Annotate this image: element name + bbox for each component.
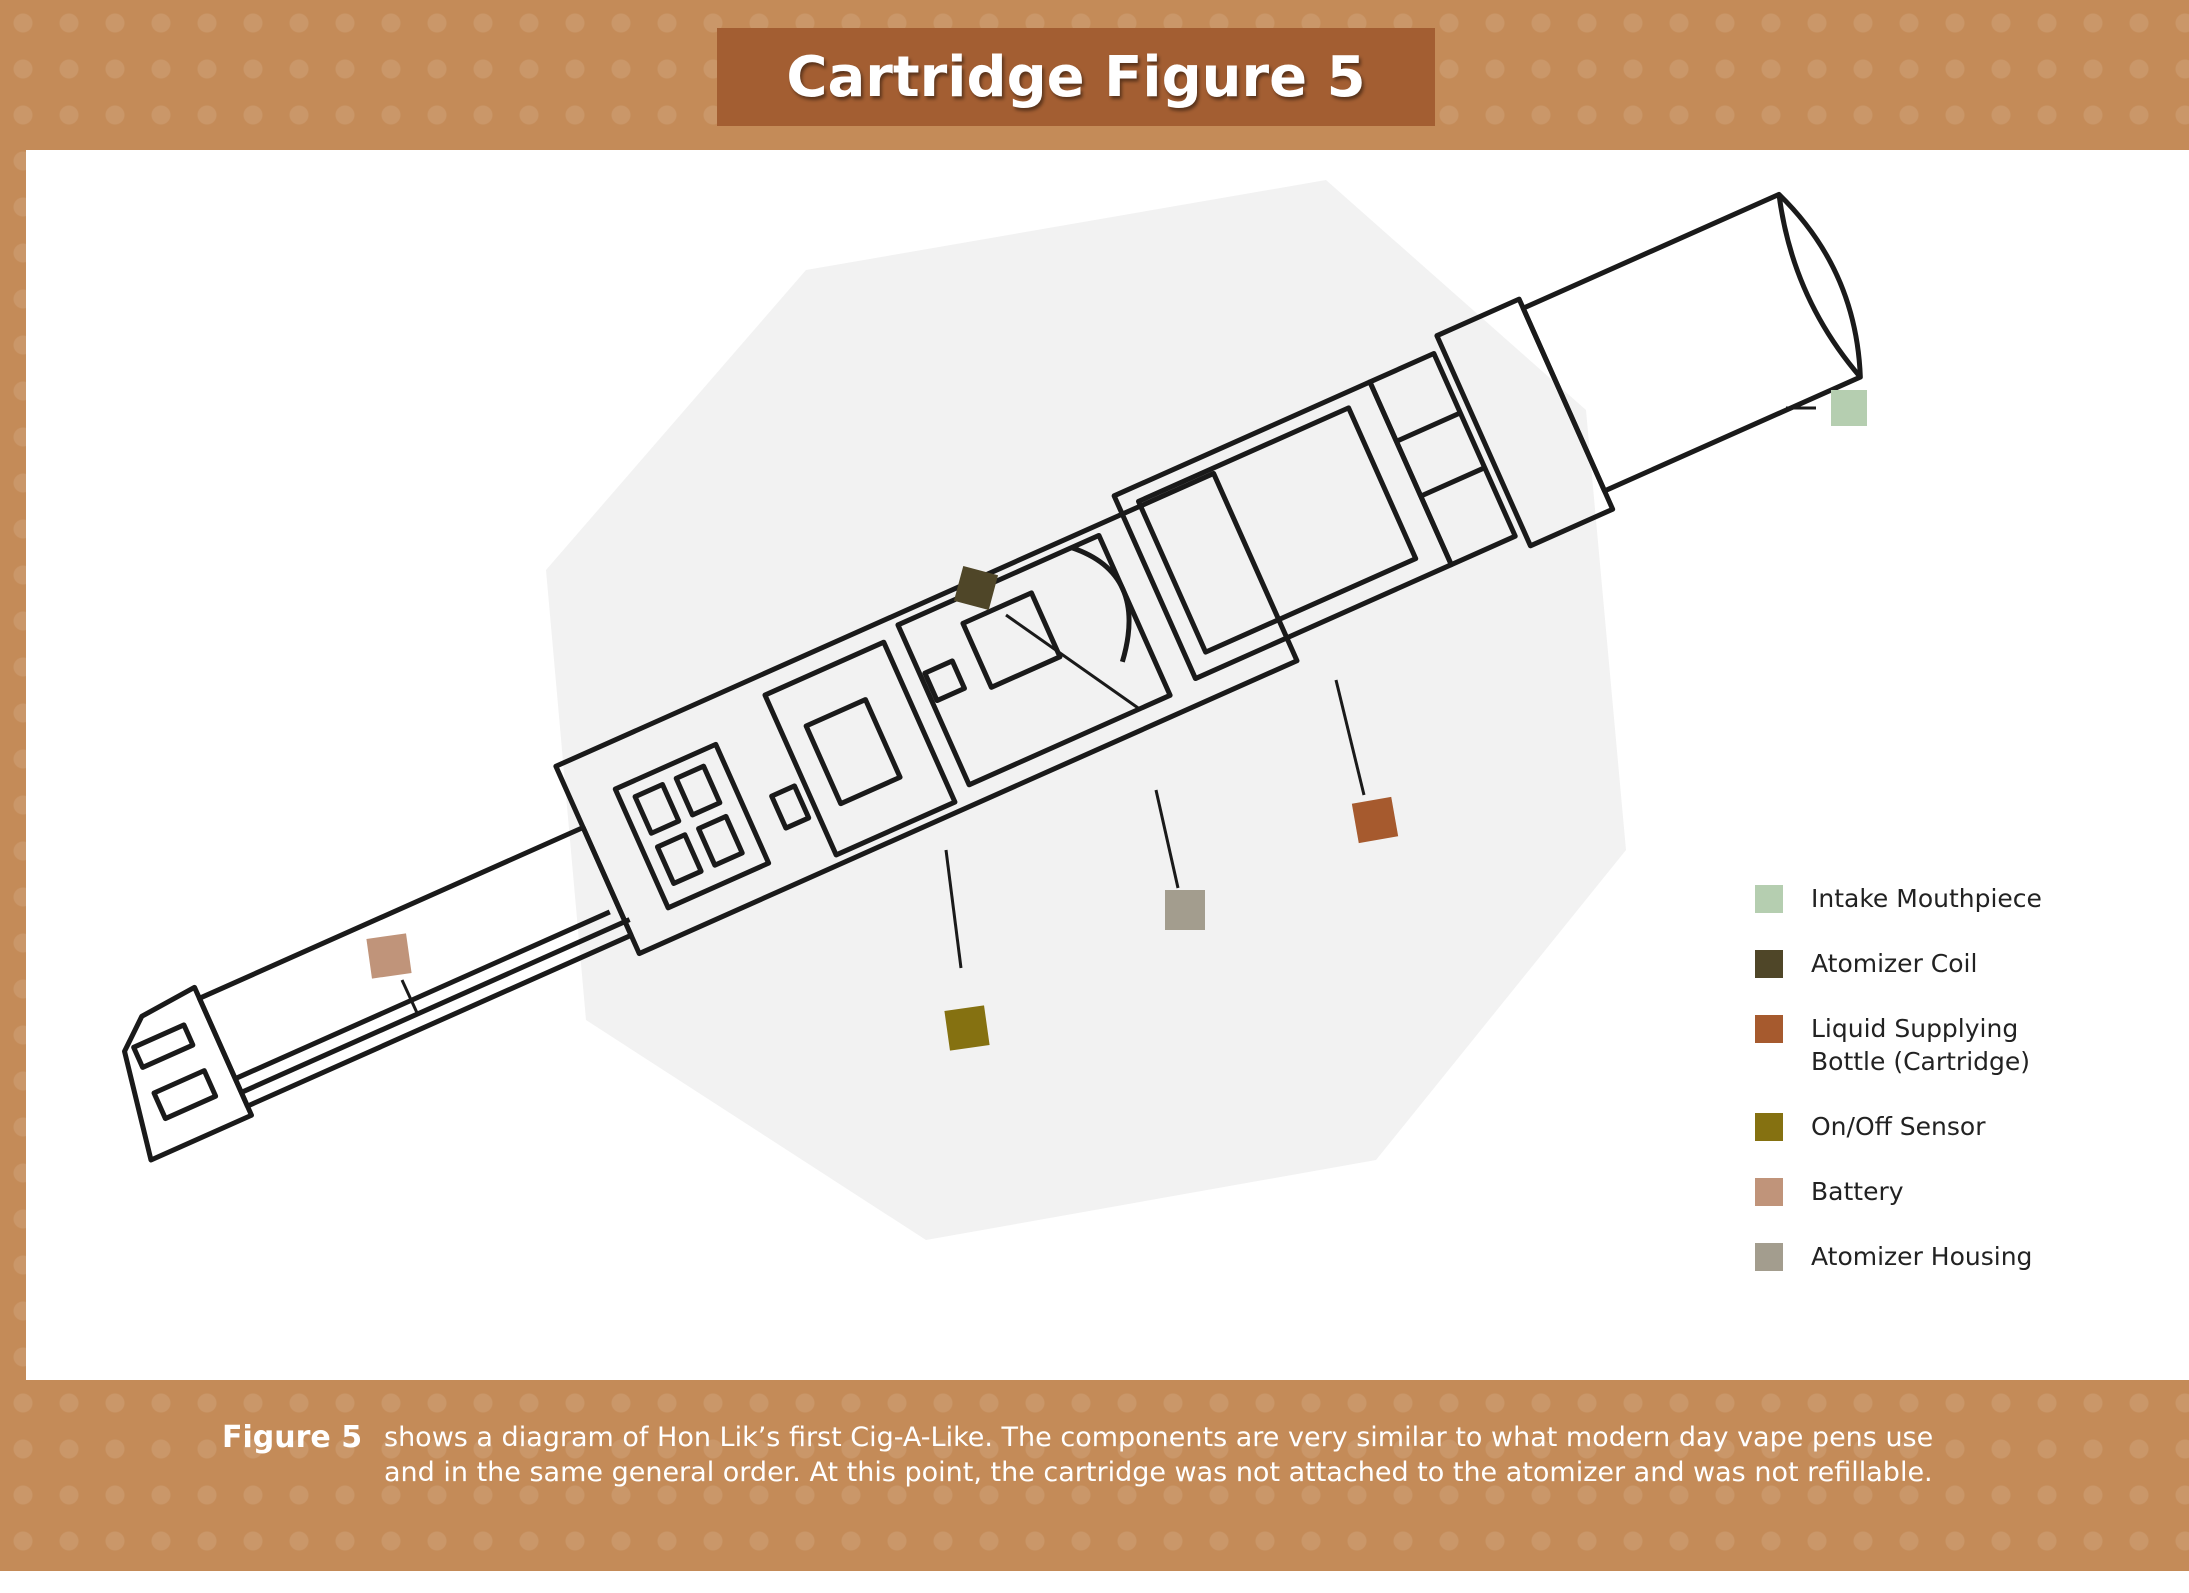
sensor-block (762, 639, 958, 858)
cap-detail-1 (131, 1022, 196, 1070)
chip-2 (673, 763, 723, 818)
contact-pad-2 (922, 658, 967, 704)
callout-lines (400, 406, 1816, 1016)
chip-3 (654, 832, 704, 886)
leader-battery (400, 979, 420, 1016)
legend-swatch (1755, 1015, 1783, 1043)
cap-detail-2 (151, 1068, 219, 1122)
legend-label: On/Off Sensor (1811, 1112, 1986, 1141)
chip-4 (696, 813, 745, 868)
title-banner: Cartridge Figure 5 (717, 28, 1435, 126)
battery-rail-2 (240, 917, 631, 1095)
diagram-canvas: Intake Mouthpiece Atomizer Coil Liquid S… (26, 150, 2189, 1380)
chip-1 (632, 781, 682, 836)
cartridge-seal-line (1395, 410, 1486, 499)
circuit-board (612, 741, 772, 911)
sensor-inner (803, 697, 903, 807)
legend-item-liquid-bottle: Liquid Supplying Bottle (Cartridge) (1755, 1012, 2071, 1078)
page-title: Cartridge Figure 5 (786, 44, 1366, 110)
mouthpiece-lip (1776, 194, 1863, 379)
legend-swatch (1755, 1243, 1783, 1271)
controller-body (553, 470, 1300, 957)
callout-markers (366, 390, 1867, 1051)
atomizer-coil (960, 590, 1063, 690)
marker-atomizer-coil (953, 565, 999, 611)
cartridge-seal-1 (1367, 350, 1518, 568)
legend-label: Intake Mouthpiece (1811, 884, 2042, 913)
legend-item-atomizer-coil: Atomizer Coil (1755, 947, 1977, 980)
atomizer-dome (1070, 545, 1132, 663)
legend-swatch (1755, 1178, 1783, 1206)
legend-label: Atomizer Housing (1811, 1242, 2033, 1271)
legend-label: Battery (1811, 1177, 1904, 1206)
contact-pad-1 (769, 783, 812, 831)
legend-swatch (1755, 885, 1783, 913)
marker-intake-mouthpiece (1831, 390, 1867, 426)
legend-item-intake-mouthpiece: Intake Mouthpiece (1755, 882, 2042, 915)
end-cap (122, 984, 254, 1163)
legend-swatch (1755, 950, 1783, 978)
caption-body: shows a diagram of Hon Lik’s first Cig-A… (384, 1422, 1934, 1488)
marker-atomizer-housing (1165, 890, 1205, 930)
cartridge-inner (1136, 405, 1419, 655)
device-outline (122, 191, 1863, 1163)
legend-item-atomizer-housing: Atomizer Housing (1755, 1240, 2032, 1273)
caption-label: Figure 5 (222, 1420, 363, 1455)
legend-swatch (1755, 1113, 1783, 1141)
leader-coil (1005, 613, 1142, 712)
legend-item-on-off-sensor: On/Off Sensor (1755, 1110, 1986, 1143)
legend-item-battery: Battery (1755, 1175, 1904, 1208)
battery-rail-1 (234, 909, 611, 1082)
leader-housing (1154, 789, 1180, 889)
watermark-logo (546, 180, 1626, 1240)
atomizer-housing (895, 532, 1173, 788)
marker-liquid-bottle (1351, 796, 1399, 844)
legend-label: Atomizer Coil (1811, 949, 1978, 978)
leader-cartridge (1334, 679, 1366, 796)
cig-a-like-diagram (122, 180, 1867, 1240)
leader-sensor (944, 849, 963, 969)
marker-battery (366, 933, 412, 979)
legend-label: Liquid Supplying Bottle (Cartridge) (1811, 1014, 2031, 1076)
mouthpiece (1520, 191, 1863, 494)
marker-on-off-sensor (944, 1005, 990, 1051)
